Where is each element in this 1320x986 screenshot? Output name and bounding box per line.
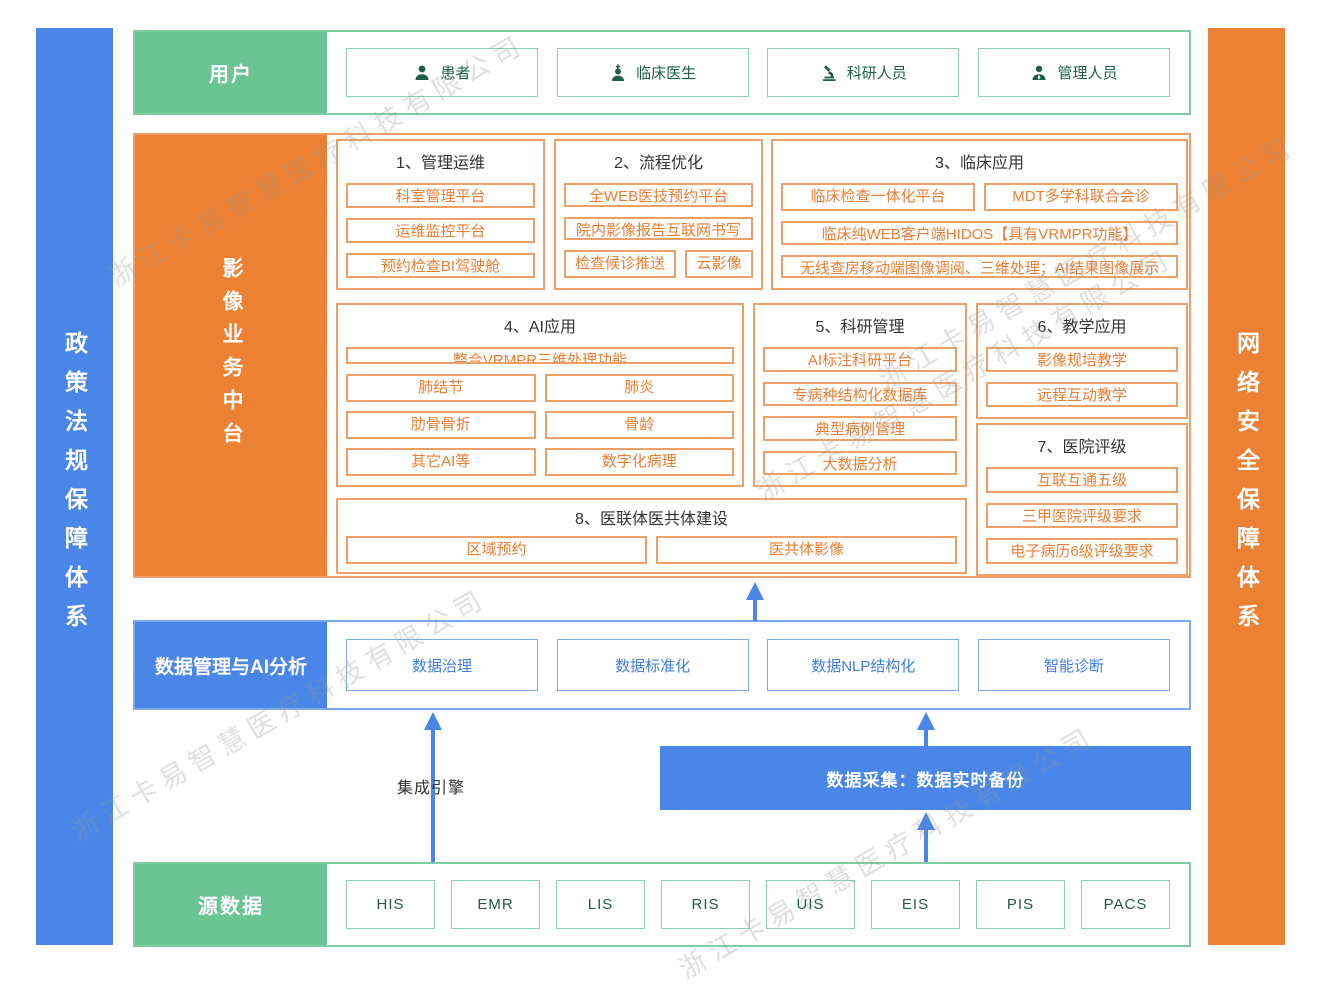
arrow-up-to-platform [746,582,764,600]
platform-item: 专病种结构化数据库 [763,381,957,406]
arrow-up-integration-engine [424,712,442,730]
policy-regulation-label: 政策法规保障体系 [61,330,88,643]
source-system-boxes: HIS EMR LIS RIS UIS EIS PIS PACS [327,864,1189,945]
data-collection-banner: 数据采集：数据实时备份 [660,746,1191,810]
network-security-label: 网络安全保障体系 [1233,330,1260,643]
platform-item: 肺炎 [544,374,734,402]
platform-item: 典型病例管理 [763,416,957,441]
user-box-label: 科研人员 [846,65,907,82]
section-teaching-application: 6、教学应用 影像规培教学 远程互动教学 [976,303,1188,419]
source-data-label: 源数据 [135,864,327,945]
section-title: 1、管理运维 [396,155,485,172]
platform-item: 运维监控平台 [346,218,535,243]
platform-item: 骨龄 [544,411,734,439]
platform-item: 大数据分析 [763,450,957,475]
user-box-label: 患者 [440,65,471,82]
user-row: 用户 患者 临床医生 科研人员 [133,30,1191,115]
section-title: 3、临床应用 [935,155,1024,172]
section-ai-application: 4、AI应用 整合VRMPR三维处理功能 肺结节 肺炎 肋骨骨折 骨龄 其它AI… [336,303,744,487]
system-box-emr: EMR [451,880,540,929]
platform-item: 临床纯WEB客户端HIDOS【具有VRMPR功能】 [781,221,1178,245]
platform-item: 检查候诊推送 [564,250,677,278]
section-medical-consortium: 8、医联体医共体建设 区域预约 医共体影像 [336,498,967,574]
platform-item: 互联互通五级 [986,467,1178,493]
platform-item: 区域预约 [346,536,647,564]
user-row-label: 用户 [135,32,327,113]
data-mgmt-boxes: 数据治理 数据标准化 数据NLP结构化 智能诊断 [327,622,1189,708]
platform-item: 远程互动教学 [986,382,1178,407]
user-box-researcher: 科研人员 [767,48,960,97]
arrow-line [753,599,757,621]
data-mgmt-row: 数据管理与AI分析 数据治理 数据标准化 数据NLP结构化 智能诊断 [133,620,1191,710]
platform-item: AI标注科研平台 [763,347,957,372]
policy-regulation-bar: 政策法规保障体系 [36,28,113,945]
system-box-his: HIS [346,880,435,929]
section-title: 7、医院评级 [1037,439,1127,456]
platform-item: 整合VRMPR三维处理功能 [346,347,734,364]
platform-item: 电子病历6级评级要求 [986,538,1178,565]
section-hospital-rating: 7、医院评级 互联互通五级 三甲医院评级要求 电子病历6级评级要求 [976,423,1188,576]
arrow-up-to-data-mgmt [917,712,935,730]
system-box-pacs: PACS [1081,880,1170,929]
data-mgmt-item: 数据治理 [346,639,538,691]
platform-item: 预约检查BI驾驶舱 [346,253,535,278]
manager-icon [1032,65,1046,80]
platform-item: 全WEB医技预约平台 [564,183,753,207]
user-box-patient: 患者 [346,48,538,97]
platform-item: 医共体影像 [656,536,957,564]
platform-item: 三甲医院评级要求 [986,502,1178,529]
platform-item: 科室管理平台 [346,183,535,208]
arrow-line [924,829,928,863]
user-box-label: 管理人员 [1057,65,1118,82]
section-title: 5、科研管理 [815,319,905,336]
arrow-up-to-banner [917,812,935,830]
platform-item: MDT多学科联合会诊 [984,183,1178,211]
imaging-platform: 影像业务中台 1、管理运维 科室管理平台 运维监控平台 预约检查BI驾驶舱 2、… [133,133,1191,578]
platform-item: 无线查房移动端图像调阅、三维处理；AI结果图像展示 [781,254,1178,278]
network-security-bar: 网络安全保障体系 [1208,28,1285,945]
platform-item: 其它AI等 [346,448,536,476]
system-box-ris: RIS [661,880,750,929]
section-title: 2、流程优化 [614,155,703,172]
microscope-icon [822,64,836,81]
user-box-label: 临床医生 [636,65,697,82]
data-mgmt-item: 智能诊断 [977,639,1170,691]
section-process-optimization: 2、流程优化 全WEB医技预约平台 院内影像报告互联网书写 检查候诊推送 云影像 [554,139,763,290]
integration-engine-label: 集成引擎 [397,780,466,797]
user-box-clinician: 临床医生 [556,48,749,97]
section-management-ops: 1、管理运维 科室管理平台 运维监控平台 预约检查BI驾驶舱 [336,139,545,290]
platform-item: 云影像 [685,250,753,278]
arrow-line [431,729,435,863]
doctor-icon [612,63,625,81]
arrow-line [924,729,928,747]
platform-item: 肺结节 [346,374,536,402]
platform-item: 肋骨骨折 [346,411,536,439]
user-boxes: 患者 临床医生 科研人员 [327,32,1189,113]
data-mgmt-item: 数据标准化 [556,639,749,691]
section-title: 8、医联体医共体建设 [575,511,728,528]
section-clinical-application: 3、临床应用 临床检查一体化平台 MDT多学科联合会诊 临床纯WEB客户端HID… [771,139,1188,290]
user-box-manager: 管理人员 [977,48,1170,97]
system-box-eis: EIS [871,880,960,929]
patient-icon [415,65,429,80]
platform-item: 院内影像报告互联网书写 [564,216,753,240]
data-mgmt-item: 数据NLP结构化 [767,639,960,691]
platform-item: 临床检查一体化平台 [781,183,975,211]
system-box-pis: PIS [976,880,1065,929]
platform-item: 数字化病理 [544,448,734,476]
section-title: 6、教学应用 [1037,319,1127,336]
platform-item: 影像规培教学 [986,347,1178,372]
data-mgmt-label: 数据管理与AI分析 [135,622,327,708]
source-data-row: 源数据 HIS EMR LIS RIS UIS EIS PIS PACS [133,862,1191,947]
system-box-lis: LIS [556,880,645,929]
imaging-platform-label: 影像业务中台 [135,135,327,576]
section-title: 4、AI应用 [503,319,577,336]
system-box-uis: UIS [766,880,855,929]
section-research-management: 5、科研管理 AI标注科研平台 专病种结构化数据库 典型病例管理 大数据分析 [753,303,967,487]
